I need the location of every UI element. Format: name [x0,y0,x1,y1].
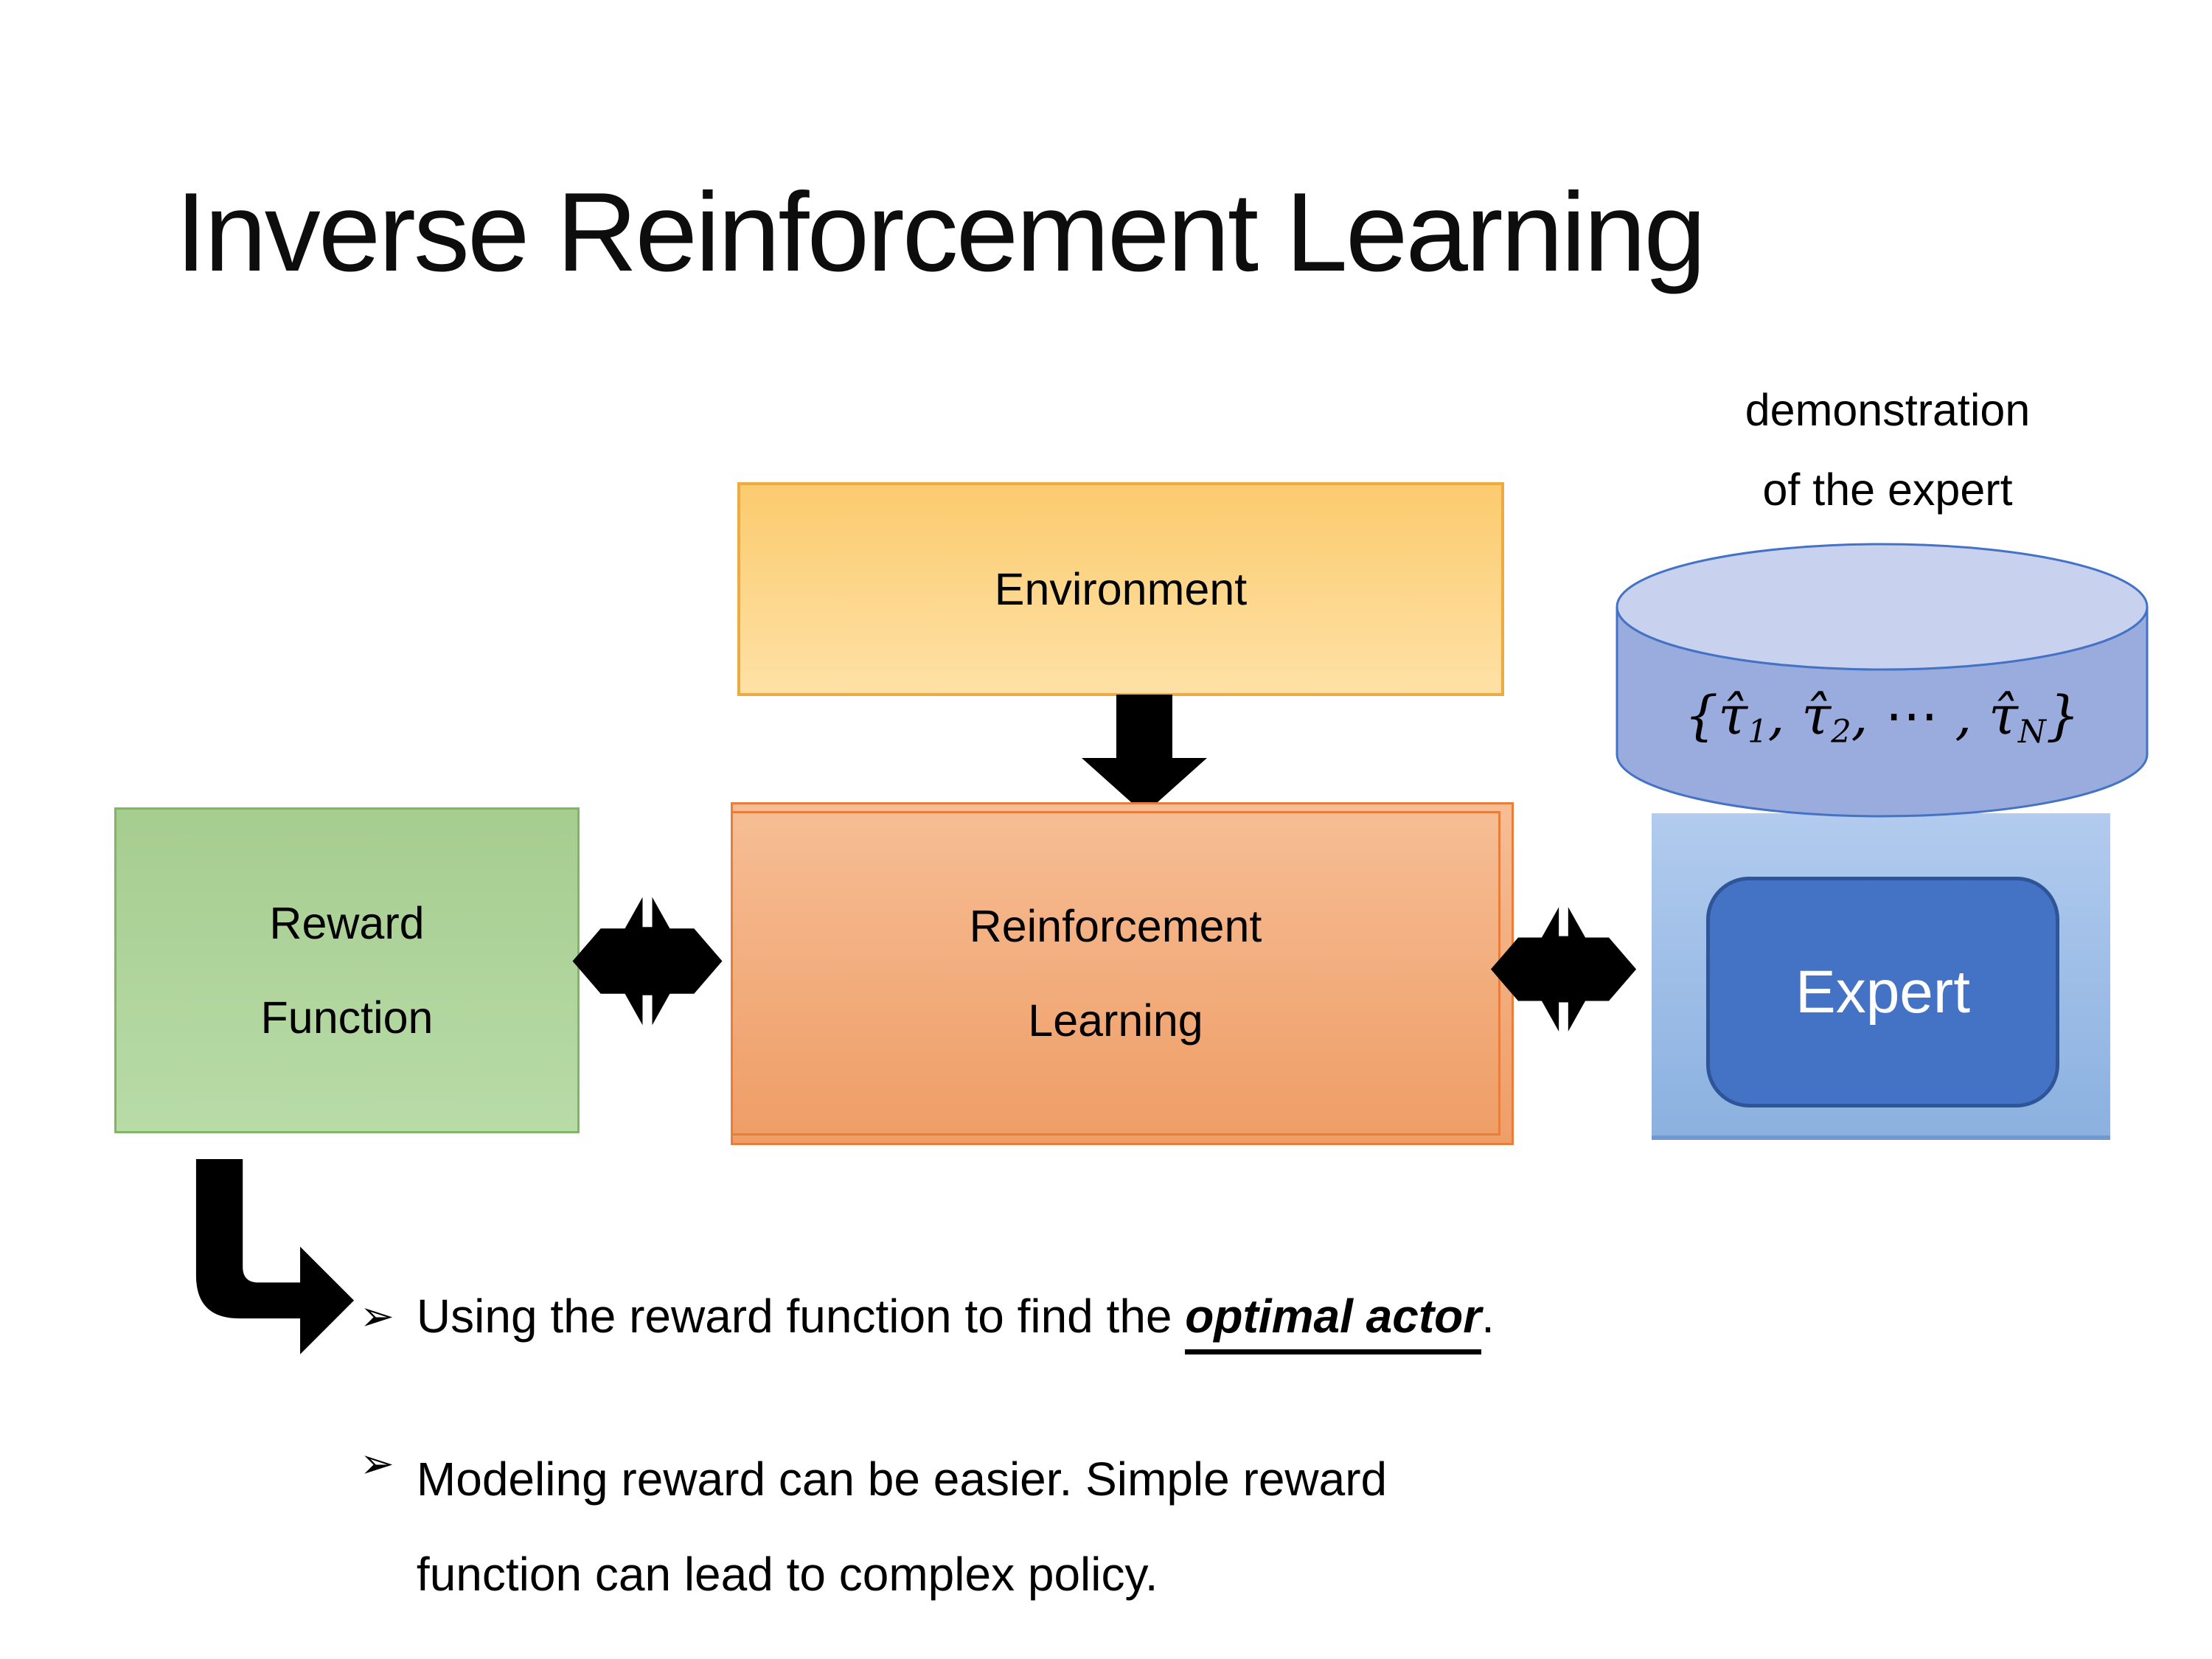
bullet-text-line1: Modeling reward can be easier. Simple re… [416,1453,1388,1506]
reward-function-box: Reward Function [114,807,580,1133]
cylinder-top-ellipse [1615,543,2149,671]
formula-subscript-2: 2 [1831,714,1851,751]
optimal-actor-emphasis: optimal actor [1185,1290,1482,1354]
demonstration-label-line1: demonstration [1745,385,2031,435]
double-arrow-bottom-slit [1559,1002,1568,1043]
reinforcement-learning-label-line2: Learning [1028,995,1203,1046]
environment-box: Environment [737,482,1504,696]
down-arrow-shape [1082,695,1207,814]
demonstration-label: demonstration of the expert [1607,370,2168,529]
demonstration-label-line2: of the expert [1762,465,2013,515]
bullet-text-line2: function can lead to complex policy. [416,1548,1158,1601]
expert-label: Expert [1795,958,1970,1026]
environment-label: Environment [994,564,1248,614]
bent-arrow-icon [195,1159,355,1354]
reward-function-label-line2: Function [260,992,434,1043]
page-title: Inverse Reinforcement Learning [175,170,1706,295]
bullet-text-pre: Using the reward function to find the [416,1290,1186,1343]
formula-part: {τ̂ [1684,684,1748,746]
rl-expert-double-arrow-icon [1490,895,1637,1043]
bent-arrow-shape [195,1159,355,1354]
bullet-arrowhead-icon: ➢ [360,1293,394,1340]
double-arrow-horizontal-body [1490,937,1637,1001]
formula-part: } [2045,684,2080,746]
double-arrow-horizontal-body [572,928,723,994]
down-arrow-icon [1082,695,1207,814]
expert-box: Expert [1706,877,2059,1107]
formula-part: , ⋯ , τ̂ [1851,684,2018,746]
double-arrow-top-slit [642,886,653,928]
demonstration-database-cylinder-icon [1615,543,2149,818]
bullet-modeling-reward: ➢ Modeling reward can be easier. Simple … [360,1432,1387,1622]
bullet-optimal-actor-text: Using the reward function to find the op… [416,1289,1495,1354]
reinforcement-learning-label-line1: Reinforcement [969,901,1262,951]
bullet-text-post: . [1481,1290,1495,1343]
reward-rl-double-arrow-icon [572,886,723,1037]
bullet-optimal-actor: ➢ Using the reward function to find the … [360,1289,1495,1354]
formula-part: , τ̂ [1767,684,1832,746]
reinforcement-learning-box: Reinforcement Learning [731,811,1500,1135]
double-arrow-bottom-slit [642,995,653,1037]
bullet-arrowhead-icon: ➢ [360,1440,394,1488]
trajectory-set-formula: {τ̂1, τ̂2, ⋯ , τ̂N} [1615,684,2149,751]
bullet-modeling-reward-text: Modeling reward can be easier. Simple re… [417,1432,1387,1622]
double-arrow-top-slit [1559,895,1568,936]
reward-function-label-line1: Reward [269,898,425,948]
formula-subscript-N: N [2017,714,2046,751]
formula-subscript-1: 1 [1747,714,1768,751]
